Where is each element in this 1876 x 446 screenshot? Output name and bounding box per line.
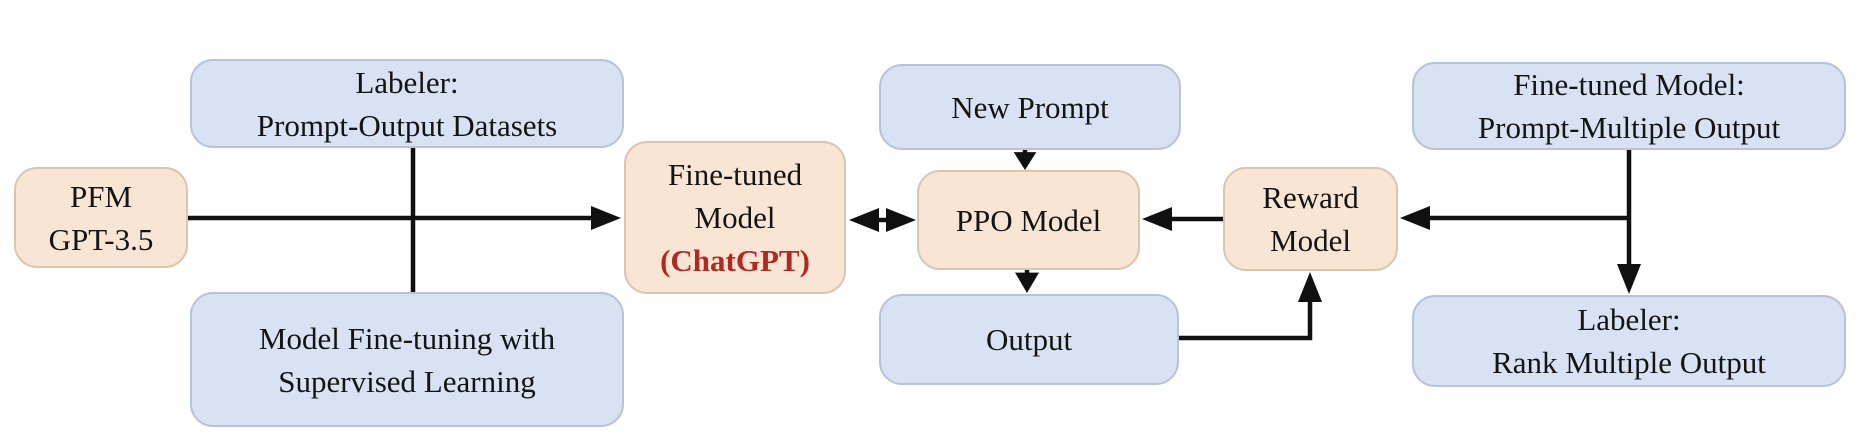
node-labeler-datasets: Labeler: Prompt-Output Datasets xyxy=(190,59,624,148)
edge-output-to-reward xyxy=(1178,272,1322,341)
node-label-line: Output xyxy=(985,322,1073,357)
node-label-line: Reward xyxy=(1262,180,1359,215)
arrowhead xyxy=(591,206,621,230)
edge-finetuned-multi-to-labeler-rank xyxy=(1617,150,1641,294)
edge-fine-tuned-model-ppo-bidirectional xyxy=(849,208,916,232)
arrowhead xyxy=(1298,272,1322,302)
edge-pfm-to-fine-tuned-model xyxy=(188,206,621,230)
node-label-line: Fine-tuned Model: xyxy=(1513,67,1745,102)
node-label-line: GPT-3.5 xyxy=(48,221,154,257)
node-labeler-rank: Labeler: Rank Multiple Output xyxy=(1412,295,1846,387)
node-label-line: Prompt-Multiple Output xyxy=(1477,110,1781,145)
node-label-line: Fine-tuned xyxy=(667,157,803,192)
node-label-line: Model xyxy=(694,200,776,235)
node-label-line: Model xyxy=(1270,223,1351,258)
node-output: Output xyxy=(879,294,1179,385)
node-label-line: Model Fine-tuning with xyxy=(258,320,556,356)
node-ppo-model: PPO Model xyxy=(917,170,1140,270)
edge-rail-to-reward xyxy=(1400,206,1629,230)
node-label-line: Supervised Learning xyxy=(278,363,536,399)
node-label-line: Prompt-Output Datasets xyxy=(256,107,558,143)
node-new-prompt: New Prompt xyxy=(879,64,1181,150)
node-label-line: PFM xyxy=(69,178,133,214)
node-pfm: PFM GPT-3.5 xyxy=(14,167,188,268)
arrowhead xyxy=(1617,264,1641,294)
node-finetuned-multi-output: Fine-tuned Model: Prompt-Multiple Output xyxy=(1412,62,1846,150)
arrowhead xyxy=(1015,272,1039,293)
arrowhead xyxy=(849,208,879,232)
node-label-line: Rank Multiple Output xyxy=(1492,345,1766,380)
node-label-line: (ChatGPT) xyxy=(660,243,810,278)
node-label-line: PPO Model xyxy=(955,202,1102,238)
arrowhead xyxy=(1142,207,1172,231)
arrowhead xyxy=(886,208,916,232)
node-label-line: Labeler: xyxy=(355,64,459,100)
arrowhead xyxy=(1013,152,1037,170)
arrowhead xyxy=(1400,206,1430,230)
edge-reward-to-ppo xyxy=(1142,207,1223,231)
edge-line xyxy=(1178,300,1313,341)
node-label-line: New Prompt xyxy=(951,89,1109,125)
node-label-line: Labeler: xyxy=(1577,302,1681,337)
